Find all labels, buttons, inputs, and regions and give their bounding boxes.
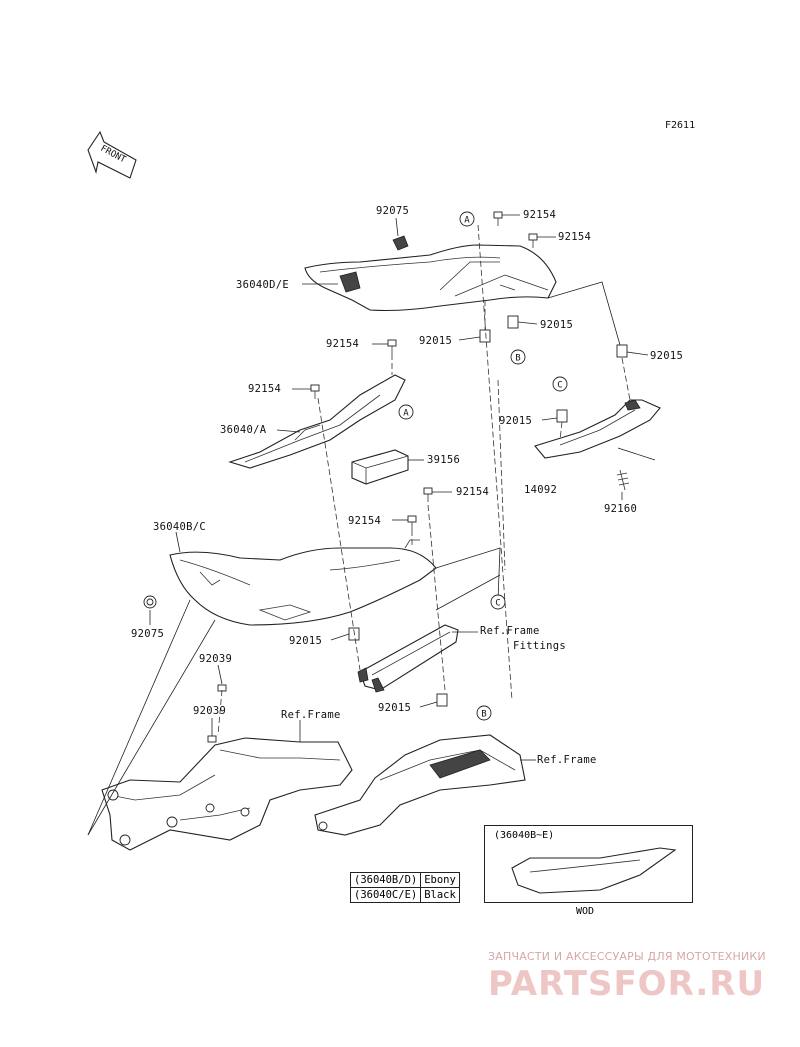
watermark-logo: PARTSFOR.RU — [488, 964, 766, 1004]
label-92154-b: 92154 — [558, 231, 591, 243]
part-labels: 92075 92154 92154 36040D/E 92015 92015 9… — [131, 205, 683, 766]
label-92015-b: 92015 — [540, 319, 573, 331]
svg-text:C: C — [495, 599, 500, 609]
label-39156: 39156 — [427, 454, 460, 466]
label-92160: 92160 — [604, 503, 637, 515]
inset-cover-drawing — [511, 847, 677, 894]
hardware — [143, 211, 630, 743]
construction-lines — [87, 281, 656, 836]
label-92154-f: 92154 — [348, 515, 381, 527]
frame-left — [101, 737, 353, 851]
seat-cover-inner — [228, 374, 406, 469]
pad-block — [351, 449, 409, 485]
callout-markers: A B A C C B — [398, 211, 568, 721]
callout-c-lower — [490, 594, 506, 610]
label-92015-c: 92015 — [650, 350, 683, 362]
table-cell-color: Ebony — [420, 872, 460, 888]
label-ref-frame-left: Ref.Frame — [281, 709, 341, 721]
label-36040a: 36040/A — [220, 424, 267, 436]
seat-cover-upper — [304, 244, 557, 312]
label-92154-c: 92154 — [326, 338, 359, 350]
label-92154-d: 92154 — [248, 383, 281, 395]
table-cell-part: (36040C/E) — [349, 887, 422, 903]
label-ref-frame-fittings-2: Fittings — [513, 640, 566, 652]
table-row: (36040C/E) Black — [349, 887, 460, 903]
callout-b-lower — [476, 705, 492, 721]
inset-box — [484, 825, 693, 903]
frame-right — [314, 734, 526, 836]
svg-text:B: B — [515, 354, 520, 364]
callout-b-upper — [510, 349, 526, 365]
callout-c-upper — [552, 376, 568, 392]
label-92039-a: 92039 — [199, 653, 232, 665]
side-cover-36040bc — [169, 539, 437, 626]
label-92075-top: 92075 — [376, 205, 409, 217]
inset-title: (36040B~E) — [494, 830, 555, 841]
frame-fittings — [357, 624, 459, 693]
label-92015-e: 92015 — [289, 635, 322, 647]
table-cell-part: (36040B/D) — [349, 872, 422, 888]
assembly-lines — [217, 224, 631, 736]
label-92015-f: 92015 — [378, 702, 411, 714]
figure-code: F2611 — [665, 120, 696, 131]
inset-caption: WOD — [576, 906, 595, 917]
callout-a-top — [459, 211, 475, 227]
bracket-14092 — [534, 399, 661, 459]
color-table: (36040B/D) Ebony (36040C/E) Black — [349, 872, 460, 903]
label-92015-a: 92015 — [419, 335, 452, 347]
label-14092: 14092 — [524, 484, 557, 496]
front-arrow-icon: FRONT — [87, 130, 137, 179]
label-ref-frame-right: Ref.Frame — [537, 754, 597, 766]
callout-a-lower — [398, 404, 414, 420]
label-92154-e: 92154 — [456, 486, 489, 498]
label-92039-b: 92039 — [193, 705, 226, 717]
svg-text:A: A — [403, 409, 409, 419]
table-cell-color: Black — [420, 887, 460, 903]
table-row: (36040B/D) Ebony — [349, 872, 460, 888]
svg-text:C: C — [557, 381, 562, 391]
leader-lines — [149, 214, 649, 761]
label-36040de: 36040D/E — [236, 279, 289, 291]
watermark-tagline: ЗАПЧАСТИ И АКСЕССУАРЫ ДЛЯ МОТОТЕХНИКИ — [488, 950, 766, 963]
label-92075-bottom: 92075 — [131, 628, 164, 640]
label-ref-frame-fittings-1: Ref.Frame — [480, 625, 540, 637]
label-92154-a: 92154 — [523, 209, 556, 221]
svg-text:A: A — [464, 216, 470, 226]
label-36040bc: 36040B/C — [153, 521, 206, 533]
svg-text:B: B — [481, 710, 486, 720]
label-92015-d: 92015 — [499, 415, 532, 427]
